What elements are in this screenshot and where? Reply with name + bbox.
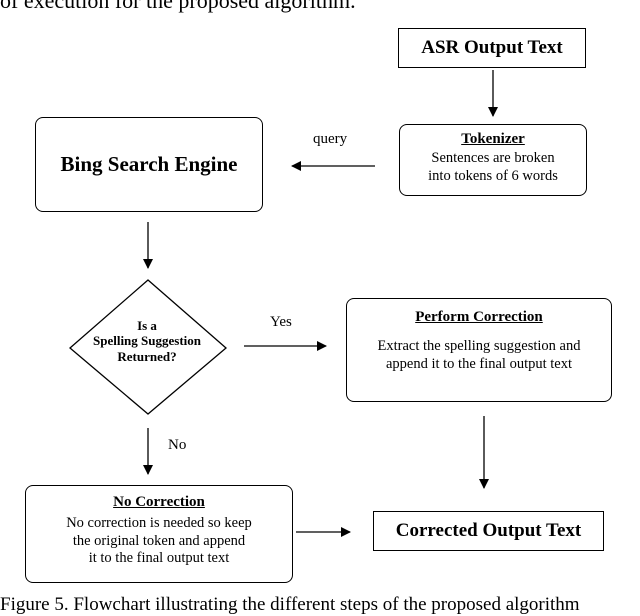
tokenizer-box: Tokenizer Sentences are broken into toke… [399,124,587,196]
decision-diamond [69,279,227,415]
corrected-output-title: Corrected Output Text [395,520,582,541]
no-correction-line-3: it to the final output text [88,550,230,567]
tokenizer-line-1: Sentences are broken [431,150,555,166]
preceding-text-fragment: of execution for the proposed algorithm. [0,0,356,13]
perform-correction-box: Perform Correction Extract the spelling … [346,298,612,402]
asr-output-box: ASR Output Text [398,28,586,68]
yes-label: Yes [270,314,292,330]
no-correction-box: No Correction No correction is needed so… [25,485,293,583]
decision-line-3: Returned? [117,348,177,364]
corrected-output-box: Corrected Output Text [373,511,604,551]
tokenizer-line-2: into tokens of 6 words [428,167,558,184]
tokenizer-title: Tokenizer [461,131,525,147]
perform-correction-line-2: append it to the final output text [385,355,573,372]
no-correction-line-2: the original token and append [72,532,246,549]
bing-search-engine-box: Bing Search Engine [35,117,263,212]
no-correction-line-1: No correction is needed so keep [66,515,252,531]
decision-line-1: Is a [137,318,157,333]
no-correction-title: No Correction [113,494,205,510]
decision-line-2: Spelling Suggestion [92,333,201,349]
perform-correction-title: Perform Correction [415,309,543,325]
decision-text: Is a Spelling Suggestion Returned? [66,318,228,364]
asr-output-title: ASR Output Text [421,37,563,58]
bing-search-engine-title: Bing Search Engine [60,152,238,176]
perform-correction-line-1: Extract the spelling suggestion and [377,338,581,354]
no-label: No [168,437,187,453]
query-label: query [313,131,348,147]
figure-caption: Figure 5. Flowchart illustrating the dif… [0,594,580,615]
